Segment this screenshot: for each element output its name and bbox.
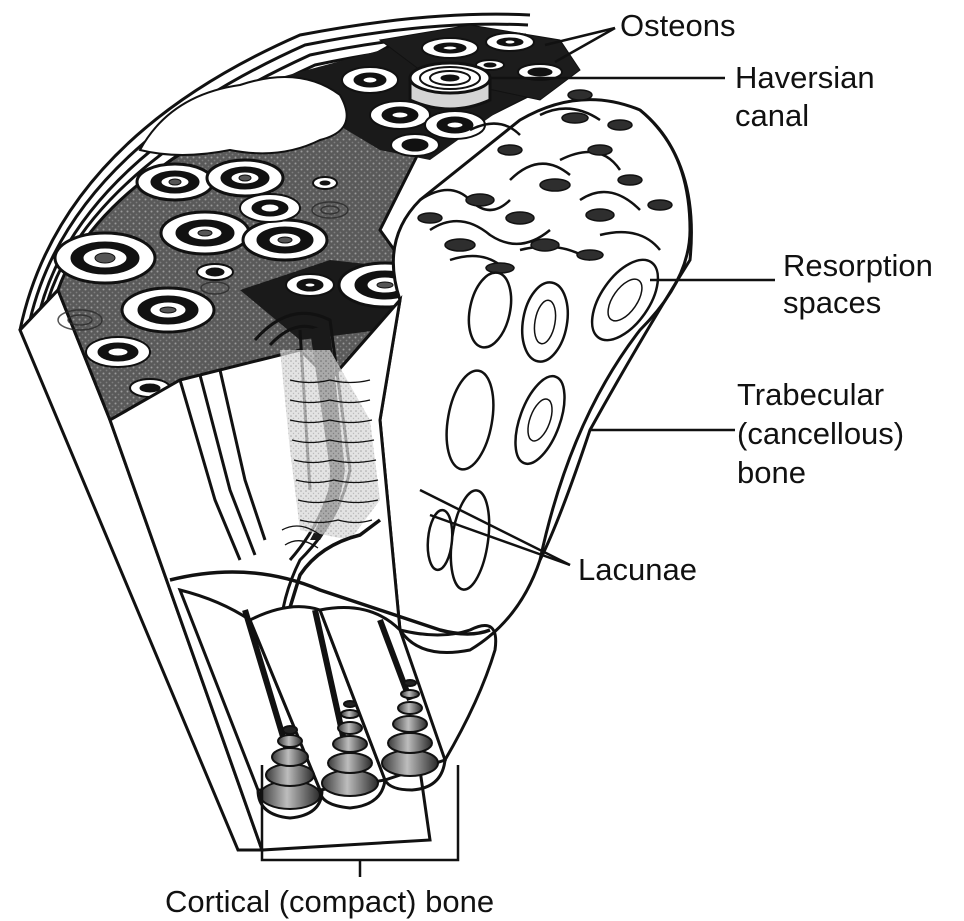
label-trabecular-line1: Trabecular [737, 377, 884, 412]
label-haversian-canal-line2: canal [735, 98, 809, 133]
osteon-ring [486, 33, 534, 51]
osteon-ring [342, 67, 398, 93]
osteons-leader [555, 28, 615, 62]
haversian-osteon-column [410, 63, 490, 109]
osteon-ring [86, 337, 150, 367]
label-haversian-canal-line1: Haversian [735, 60, 875, 95]
osteon-ring [391, 134, 439, 156]
osteon-ring [137, 164, 213, 200]
osteon-ring [243, 220, 327, 260]
osteon-ring [313, 177, 337, 189]
label-resorption-spaces-line2: spaces [783, 285, 881, 320]
label-osteons: Osteons [620, 8, 735, 43]
osteon-ring [55, 233, 155, 283]
osteon-ring [422, 38, 478, 58]
osteon-ring [286, 274, 334, 296]
label-resorption-spaces-line1: Resorption [783, 248, 933, 283]
osteon-ring [122, 288, 214, 332]
label-cortical-compact-bone: Cortical (compact) bone [165, 884, 494, 919]
osteon-ring [240, 194, 300, 222]
osteon-ring [197, 264, 233, 280]
osteon-ring [207, 160, 283, 196]
osteon-ring [425, 111, 485, 139]
label-trabecular-line2: (cancellous) [737, 416, 904, 451]
osteon-ring [161, 212, 249, 254]
osteons-leader [545, 28, 615, 45]
label-trabecular-line3: bone [737, 455, 806, 490]
label-lacunae: Lacunae [578, 552, 697, 587]
